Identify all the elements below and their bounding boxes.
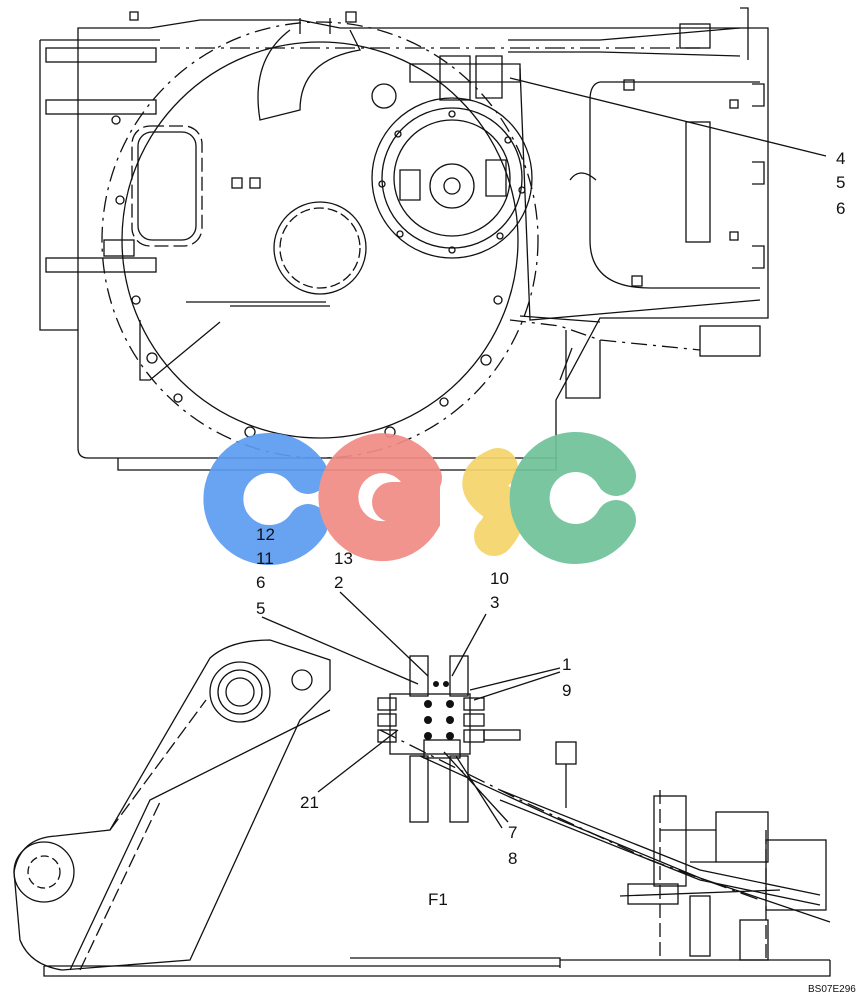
callout-12: 12 bbox=[256, 525, 275, 544]
callout-6b: 6 bbox=[256, 573, 266, 592]
callout-5: 5 bbox=[836, 173, 846, 192]
figure-label: F1 bbox=[428, 890, 448, 909]
drawing-code: BS07E296 bbox=[808, 984, 856, 995]
callout-21: 21 bbox=[300, 793, 319, 812]
callout-10: 10 bbox=[490, 569, 509, 588]
callout-1: 1 bbox=[562, 655, 572, 674]
watermark-letter-c1 bbox=[203, 433, 328, 565]
watermark-letter-g bbox=[318, 433, 442, 562]
watermark-letter-s bbox=[462, 448, 524, 556]
callout-2: 2 bbox=[334, 573, 344, 592]
callout-4: 4 bbox=[836, 149, 846, 168]
callout-11: 11 bbox=[256, 549, 274, 568]
callout-9: 9 bbox=[562, 681, 572, 700]
watermark-letter-c2 bbox=[509, 432, 636, 564]
callout-3: 3 bbox=[490, 593, 500, 612]
callout-6: 6 bbox=[836, 199, 846, 218]
callout-5b: 5 bbox=[256, 599, 266, 618]
callout-7: 7 bbox=[508, 823, 518, 842]
callout-13: 13 bbox=[334, 549, 353, 568]
callout-8: 8 bbox=[508, 849, 518, 868]
boom-side-view bbox=[13, 591, 831, 977]
